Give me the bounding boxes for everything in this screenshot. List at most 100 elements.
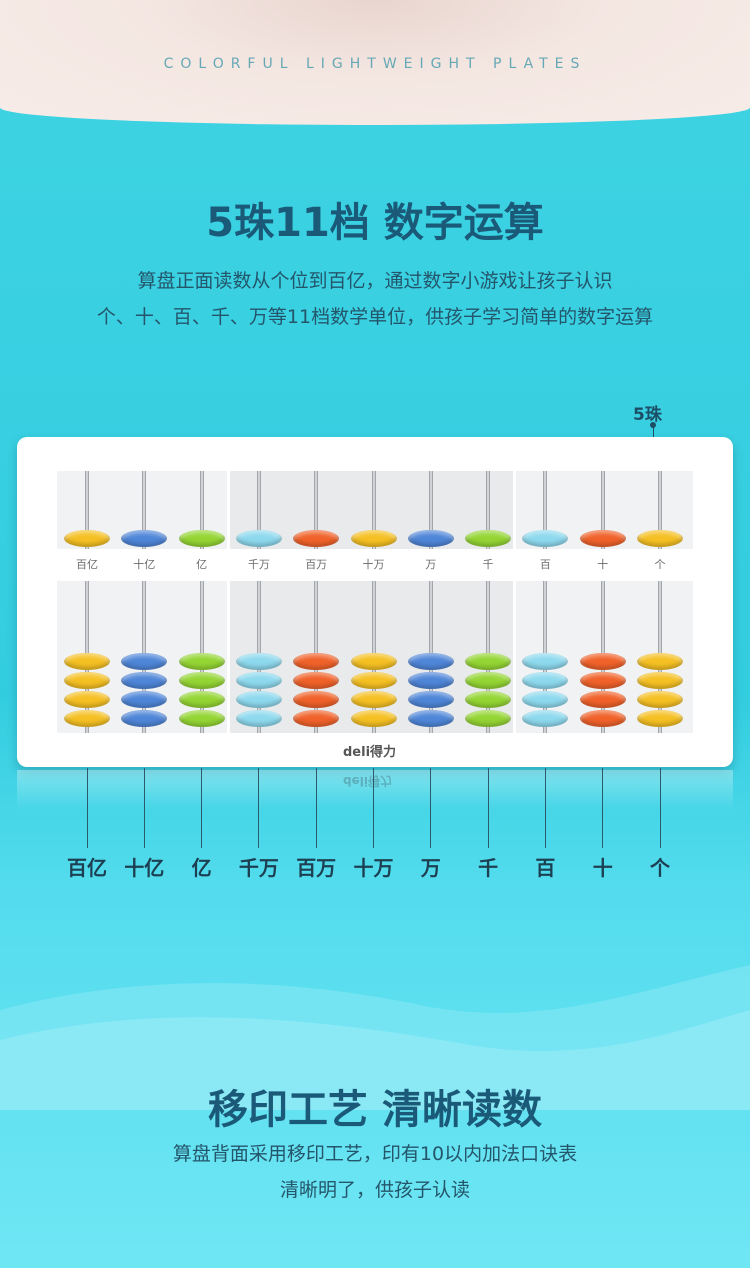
beam-unit-label: 万 bbox=[425, 558, 437, 571]
lower-bead[interactable] bbox=[121, 672, 168, 689]
section1-desc-line1: 算盘正面读数从个位到百亿，通过数字小游戏让孩子认识 bbox=[137, 270, 613, 292]
lower-bead[interactable] bbox=[178, 691, 225, 708]
lower-bead[interactable] bbox=[178, 672, 225, 689]
unit-label: 十万 bbox=[353, 856, 394, 880]
abacus-rod-upper bbox=[543, 471, 548, 549]
section2-title: 移印工艺 清晰读数 bbox=[208, 1087, 542, 1133]
lower-bead[interactable] bbox=[293, 691, 340, 708]
lower-bead[interactable] bbox=[579, 653, 626, 670]
lower-bead[interactable] bbox=[637, 710, 683, 727]
lower-bead[interactable] bbox=[407, 710, 454, 727]
lower-bead[interactable] bbox=[637, 653, 683, 670]
guide-line bbox=[258, 768, 260, 848]
lower-bead[interactable] bbox=[522, 672, 569, 689]
lower-bead[interactable] bbox=[637, 691, 683, 708]
lower-bead[interactable] bbox=[64, 653, 110, 670]
lower-bead[interactable] bbox=[235, 653, 282, 670]
reflection-logo: deli得力 bbox=[343, 774, 392, 788]
lower-bead[interactable] bbox=[579, 710, 626, 727]
lower-bead[interactable] bbox=[407, 653, 454, 670]
beam-unit-label: 十万 bbox=[362, 558, 385, 571]
abacus-rod-upper bbox=[371, 471, 376, 549]
lower-bead[interactable] bbox=[293, 710, 340, 727]
guide-line bbox=[86, 768, 88, 848]
unit-label: 百 bbox=[535, 856, 556, 880]
lower-bead[interactable] bbox=[465, 672, 512, 689]
lower-bead[interactable] bbox=[293, 672, 340, 689]
abacus-beam bbox=[57, 549, 693, 581]
lower-bead[interactable] bbox=[121, 653, 168, 670]
lower-bead[interactable] bbox=[579, 691, 626, 708]
lower-bead[interactable] bbox=[465, 710, 512, 727]
upper-bead[interactable] bbox=[465, 530, 512, 547]
upper-bead[interactable] bbox=[407, 530, 454, 547]
lower-bead[interactable] bbox=[522, 691, 569, 708]
upper-bead[interactable] bbox=[293, 530, 340, 547]
guide-line bbox=[143, 768, 145, 848]
unit-label: 百万 bbox=[296, 856, 337, 880]
lower-bead[interactable] bbox=[350, 672, 397, 689]
unit-label: 个 bbox=[650, 856, 670, 880]
upper-bead[interactable] bbox=[178, 530, 225, 547]
lower-bead[interactable] bbox=[522, 710, 569, 727]
beam-unit-label: 百万 bbox=[305, 558, 328, 571]
bead-count-label: 5珠 bbox=[633, 405, 662, 425]
upper-bead[interactable] bbox=[350, 530, 397, 547]
abacus-rod-upper bbox=[142, 471, 147, 549]
abacus-rod-upper bbox=[199, 471, 204, 549]
lower-bead[interactable] bbox=[293, 653, 340, 670]
beam-unit-label: 十亿 bbox=[133, 558, 156, 571]
guide-line bbox=[544, 768, 546, 848]
tagline: COLORFUL LIGHTWEIGHT PLATES bbox=[163, 56, 587, 72]
section2-desc-line2: 清晰明了，供孩子认读 bbox=[279, 1179, 470, 1201]
abacus-rod-upper bbox=[85, 471, 89, 549]
lower-bead[interactable] bbox=[350, 691, 397, 708]
guide-line bbox=[659, 768, 661, 848]
beam-unit-label: 十 bbox=[597, 558, 609, 571]
upper-bead[interactable] bbox=[637, 530, 683, 547]
lower-bead[interactable] bbox=[637, 672, 683, 689]
upper-bead[interactable] bbox=[579, 530, 626, 547]
lower-bead[interactable] bbox=[64, 691, 110, 708]
lower-bead[interactable] bbox=[579, 672, 626, 689]
lower-bead[interactable] bbox=[64, 672, 110, 689]
guide-line bbox=[373, 768, 374, 848]
unit-label: 千 bbox=[478, 856, 499, 880]
upper-bead[interactable] bbox=[121, 530, 168, 547]
lower-bead[interactable] bbox=[121, 710, 168, 727]
section1-title: 5珠11档 数字运算 bbox=[206, 200, 544, 246]
lower-bead[interactable] bbox=[235, 710, 282, 727]
lower-bead[interactable] bbox=[235, 691, 282, 708]
beam-unit-label: 亿 bbox=[196, 558, 208, 571]
beam-unit-label: 个 bbox=[654, 558, 666, 571]
abacus-rod-upper bbox=[658, 471, 662, 549]
lower-bead[interactable] bbox=[350, 710, 397, 727]
lower-bead[interactable] bbox=[522, 653, 569, 670]
lower-bead[interactable] bbox=[350, 653, 397, 670]
lower-bead[interactable] bbox=[407, 672, 454, 689]
wave-decoration bbox=[0, 950, 750, 1110]
upper-bead[interactable] bbox=[522, 530, 569, 547]
upper-bead[interactable] bbox=[64, 530, 110, 547]
abacus-rod-upper bbox=[486, 471, 491, 549]
lower-bead[interactable] bbox=[178, 653, 225, 670]
lower-bead[interactable] bbox=[178, 710, 225, 727]
lower-bead[interactable] bbox=[465, 653, 512, 670]
guide-line bbox=[430, 768, 432, 848]
abacus-rod-upper bbox=[428, 471, 433, 549]
abacus-rod-upper bbox=[314, 471, 319, 549]
lower-bead[interactable] bbox=[465, 691, 512, 708]
beam-unit-label: 千 bbox=[482, 558, 494, 571]
upper-bead[interactable] bbox=[235, 530, 282, 547]
lower-bead[interactable] bbox=[407, 691, 454, 708]
unit-label: 百亿 bbox=[67, 856, 107, 880]
guide-line bbox=[487, 768, 489, 848]
abacus: deli得力 百亿十亿亿千万百万十万万千百十个 bbox=[17, 437, 733, 767]
lower-bead[interactable] bbox=[121, 691, 168, 708]
section1-desc-line2: 个、十、百、千、万等11档数学单位，供孩子学习简单的数字运算 bbox=[96, 306, 654, 328]
lower-bead[interactable] bbox=[235, 672, 282, 689]
unit-label: 十亿 bbox=[124, 856, 165, 880]
guide-line bbox=[315, 768, 317, 848]
lower-bead[interactable] bbox=[64, 710, 110, 727]
guide-line bbox=[201, 768, 203, 848]
